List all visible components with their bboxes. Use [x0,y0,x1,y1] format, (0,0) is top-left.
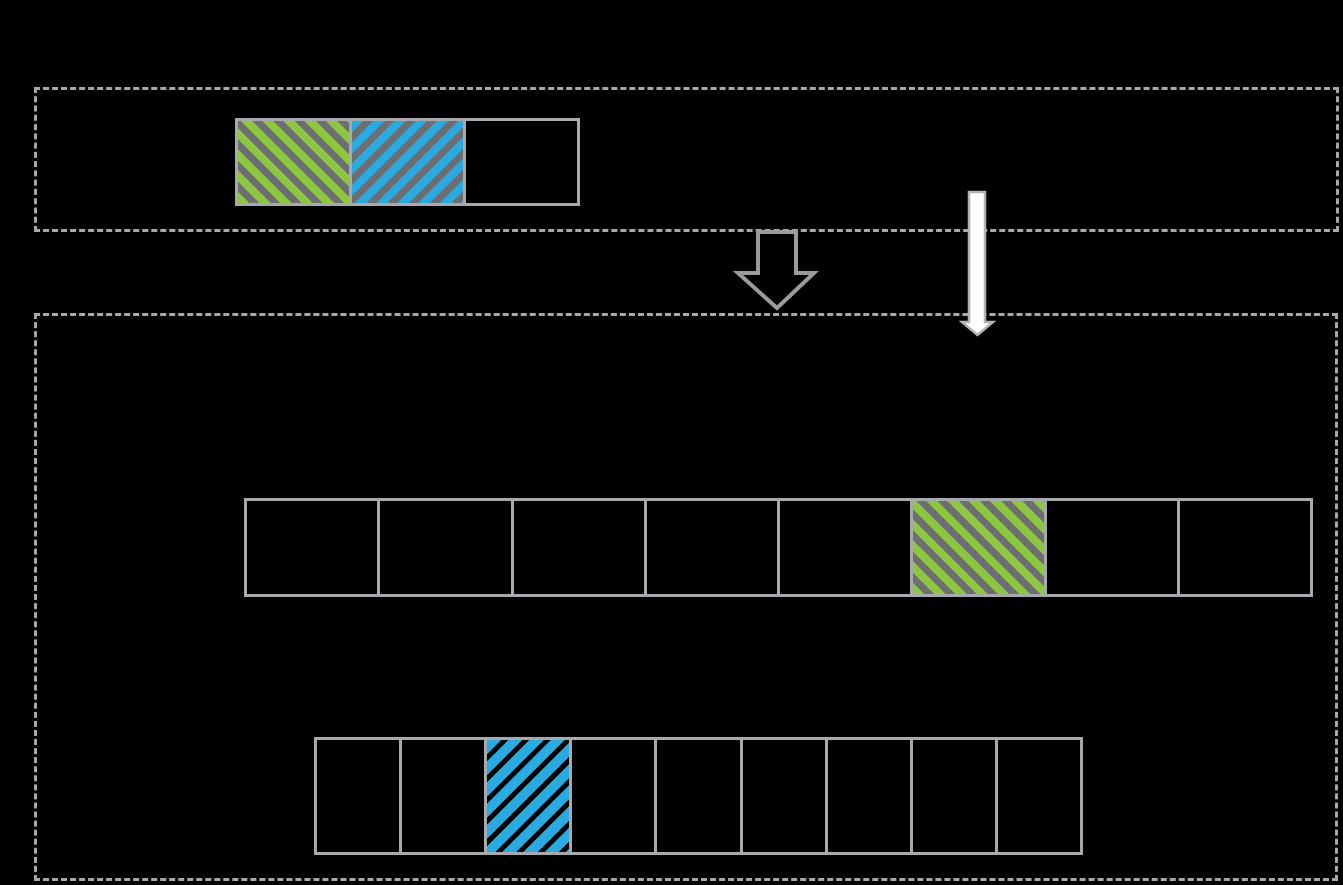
outline-down-arrow-shape [732,230,820,311]
green-hatched-cell [238,121,349,203]
empty-cell [643,501,777,594]
empty-cell [994,740,1080,852]
bottom-row [314,737,1083,855]
outline-down-arrow-icon [732,230,820,311]
empty-cell [463,121,577,203]
empty-cell [909,740,995,852]
empty-cell [569,740,654,852]
empty-cell [510,501,644,594]
empty-cell [317,740,399,852]
blue-hatched-cell [484,740,570,852]
empty-cell [247,501,377,594]
white-down-arrow-shape [958,190,997,337]
blue-hatched-cell [349,121,463,203]
lower-dashed-region [34,313,1338,881]
empty-cell [377,501,510,594]
green-hatched-cell [910,501,1044,594]
empty-cell [1176,501,1310,594]
empty-cell [739,740,825,852]
empty-cell [824,740,910,852]
upper-dashed-region [34,87,1339,232]
white-down-arrow-icon [958,190,997,337]
empty-cell [399,740,484,852]
empty-cell [1043,501,1177,594]
empty-cell [777,501,910,594]
source-row [235,118,580,206]
empty-cell [654,740,739,852]
middle-row [244,498,1313,597]
